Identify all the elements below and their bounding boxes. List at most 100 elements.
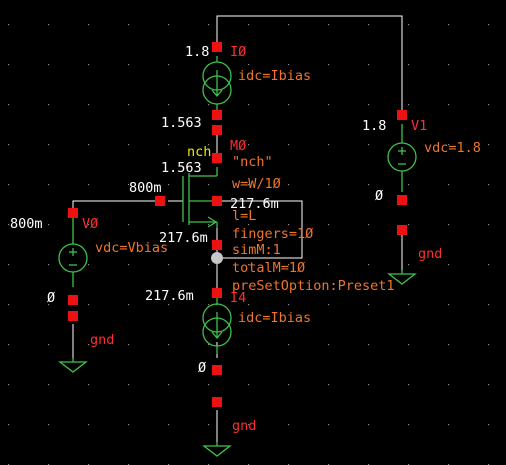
grid-dot — [128, 104, 130, 106]
grid-dot — [128, 264, 130, 266]
m0-model-label: nch — [187, 144, 211, 160]
grid-dot — [448, 104, 450, 106]
grid-dot — [368, 144, 370, 146]
grid-dot — [448, 184, 450, 186]
v0-bottom-voltage: Ø — [47, 290, 55, 306]
grid-dot — [88, 424, 90, 426]
m0-param-width[interactable]: w=W/1Ø — [232, 176, 281, 192]
m0-param-length[interactable]: l=L — [232, 208, 256, 224]
grid-dot — [208, 184, 210, 186]
grid-dot — [368, 424, 370, 426]
grid-dot — [448, 344, 450, 346]
grid-dot — [128, 224, 130, 226]
grid-dot — [88, 384, 90, 386]
grid-dot — [328, 304, 330, 306]
grid-dot — [328, 24, 330, 26]
i0-instance-name[interactable]: IØ — [230, 44, 246, 60]
grid-dot — [168, 384, 170, 386]
grid-dot — [248, 344, 250, 346]
grid-dot — [328, 344, 330, 346]
grid-dot — [208, 224, 210, 226]
grid-dot — [408, 104, 410, 106]
grid-dot — [448, 264, 450, 266]
grid-dot — [168, 184, 170, 186]
grid-dot — [168, 424, 170, 426]
v0-param[interactable]: vdc=Vbias — [95, 240, 168, 256]
current-source-i0[interactable] — [202, 56, 232, 110]
grid-dot — [128, 304, 130, 306]
grid-dot — [448, 424, 450, 426]
grid-dot — [288, 64, 290, 66]
grid-dot — [408, 24, 410, 26]
i4-top-voltage: 217.6m — [145, 288, 194, 304]
i4-bottom-voltage: Ø — [198, 360, 206, 376]
ground-symbol-v1 — [387, 270, 417, 285]
grid-dot — [408, 424, 410, 426]
grid-dot — [8, 304, 10, 306]
grid-dot — [368, 384, 370, 386]
m0-param-preset[interactable]: preSetOption:Preset1 — [232, 278, 395, 294]
grid-dot — [48, 104, 50, 106]
grid-dot — [368, 264, 370, 266]
grid-dot — [128, 384, 130, 386]
m0-gate-voltage: 800m — [129, 180, 162, 196]
m0-param-model[interactable]: "nch" — [232, 154, 273, 170]
i0-param[interactable]: idc=Ibias — [238, 68, 311, 84]
v1-top-voltage: 1.8 — [362, 118, 386, 134]
v1-instance-name[interactable]: V1 — [411, 118, 427, 134]
nmos-transistor-m0[interactable] — [182, 167, 218, 228]
grid-dot — [328, 264, 330, 266]
grid-dot — [48, 384, 50, 386]
i4-ground-label: gnd — [232, 418, 256, 434]
grid-dot — [8, 64, 10, 66]
voltage-source-v1[interactable] — [387, 124, 417, 192]
grid-dot — [88, 264, 90, 266]
grid-dot — [208, 424, 210, 426]
grid-dot — [448, 384, 450, 386]
grid-dot — [488, 344, 490, 346]
grid-dot — [88, 184, 90, 186]
grid-dot — [488, 24, 490, 26]
grid-dot — [328, 384, 330, 386]
grid-dot — [288, 184, 290, 186]
grid-dot — [328, 224, 330, 226]
grid-dot — [448, 224, 450, 226]
grid-dot — [488, 64, 490, 66]
m0-param-simm[interactable]: simM:1 — [232, 242, 281, 258]
grid-dot — [48, 224, 50, 226]
v1-ground-label: gnd — [418, 246, 442, 262]
grid-dot — [128, 144, 130, 146]
grid-dot — [368, 104, 370, 106]
current-source-i4[interactable] — [202, 298, 232, 354]
m0-param-totalm[interactable]: totalM=1Ø — [232, 260, 305, 276]
m0-instance-name[interactable]: MØ — [230, 138, 246, 154]
grid-dot — [168, 264, 170, 266]
grid-dot — [88, 64, 90, 66]
grid-dot — [8, 384, 10, 386]
grid-dot — [408, 304, 410, 306]
v1-param[interactable]: vdc=1.8 — [424, 140, 481, 156]
grid-dot — [328, 64, 330, 66]
grid-dot — [208, 384, 210, 386]
net-junction-dot[interactable] — [211, 252, 223, 264]
i4-instance-name[interactable]: I4 — [230, 290, 246, 306]
grid-dot — [128, 184, 130, 186]
i4-param[interactable]: idc=Ibias — [238, 310, 311, 326]
grid-dot — [208, 304, 210, 306]
grid-dot — [368, 24, 370, 26]
grid-dot — [448, 144, 450, 146]
grid-dot — [48, 304, 50, 306]
voltage-source-v0[interactable] — [58, 214, 88, 287]
v0-instance-name[interactable]: VØ — [82, 216, 98, 232]
grid-dot — [248, 144, 250, 146]
v0-ground-label: gnd — [90, 332, 114, 348]
grid-dot — [488, 184, 490, 186]
m0-param-fingers[interactable]: fingers=1Ø — [232, 226, 313, 242]
grid-dot — [88, 144, 90, 146]
grid-dot — [328, 104, 330, 106]
grid-dot — [168, 224, 170, 226]
grid-dot — [248, 104, 250, 106]
grid-dot — [248, 304, 250, 306]
grid-dot — [368, 344, 370, 346]
